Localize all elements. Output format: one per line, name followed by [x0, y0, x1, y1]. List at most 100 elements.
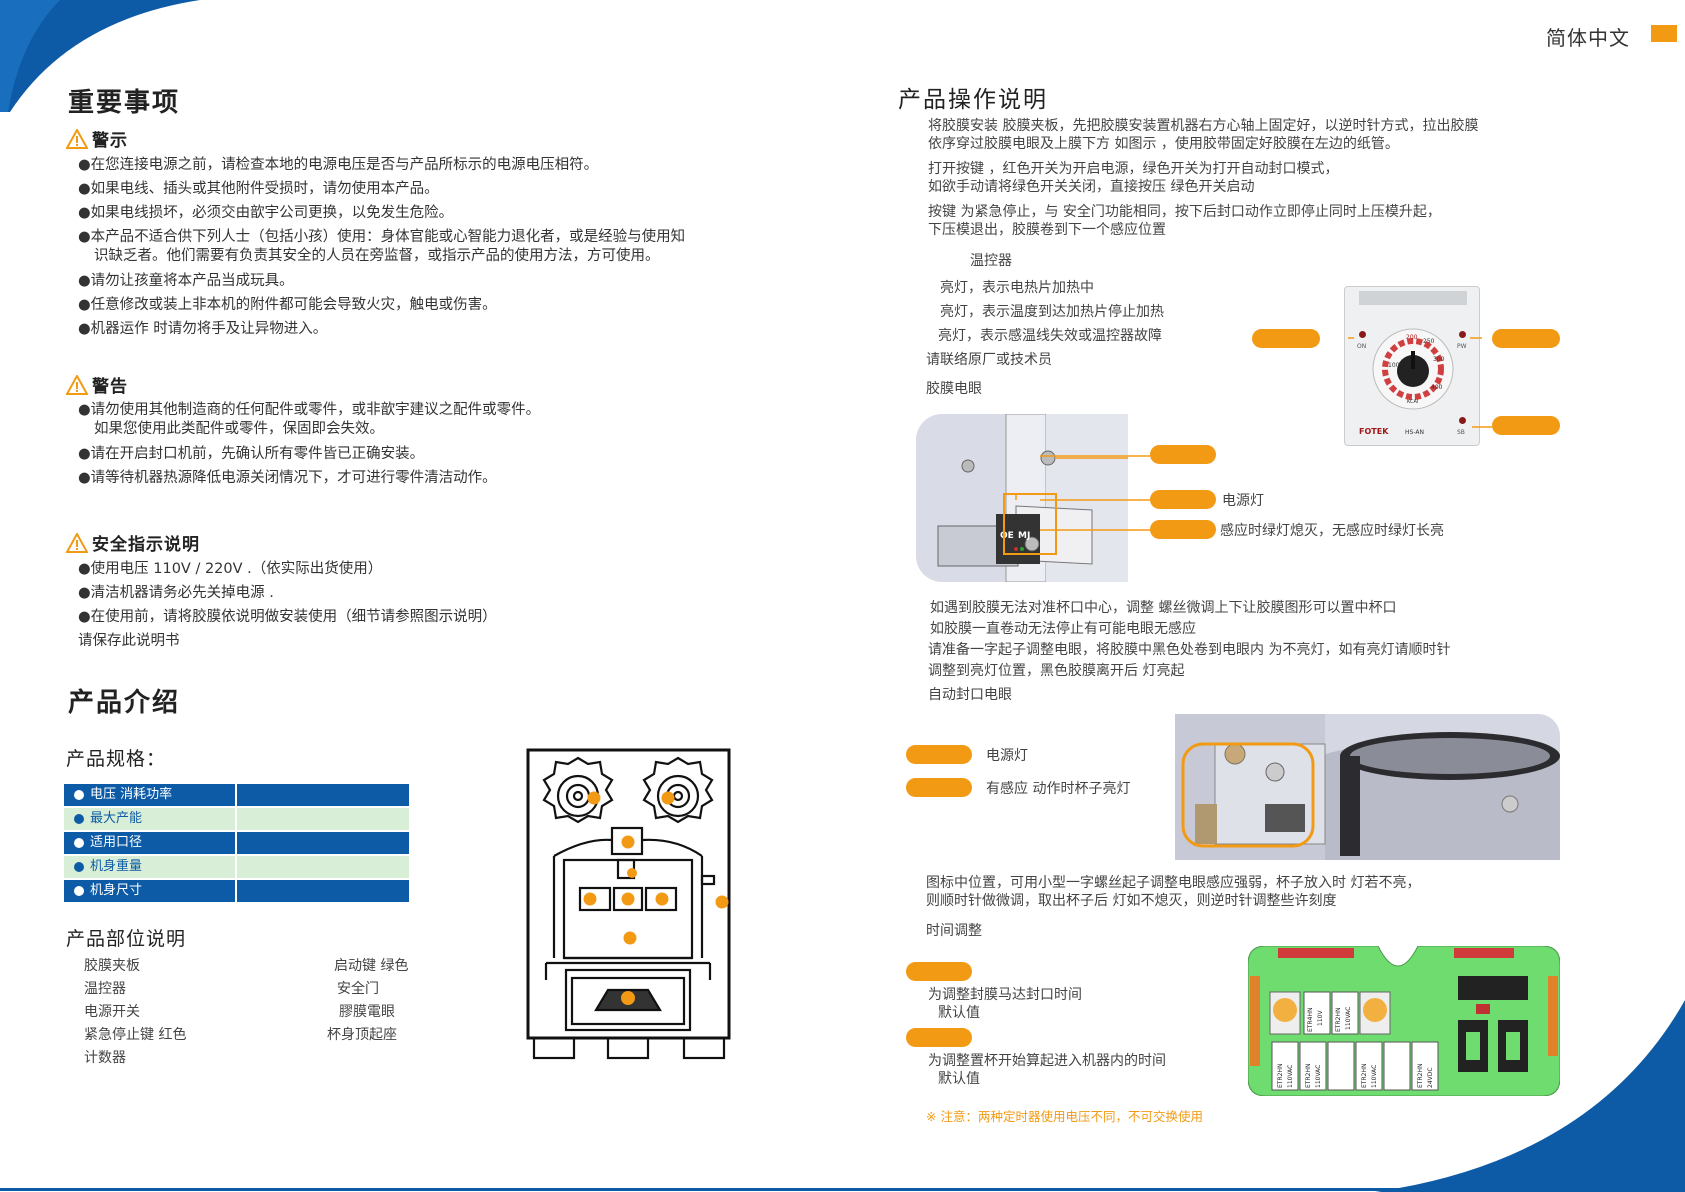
temp-title: 温控器	[970, 253, 1012, 269]
notice-item: ●本产品不适合供下列人士（包括小孩）使用：身体官能或心智能力退化者，或是经验与使…	[78, 229, 686, 245]
important-title: 重要事项	[68, 88, 181, 118]
eye-callout-screw	[1150, 445, 1216, 464]
notice-item: 识缺乏者。他们需要有负责其安全的人员在旁监督，或指示产品的使用方法，方可使用。	[94, 248, 660, 264]
svg-text:ETR2HN: ETR2HN	[1417, 1064, 1424, 1088]
part-item: 计数器	[84, 1050, 126, 1066]
svg-text:ETR4HN: ETR4HN	[1307, 1008, 1314, 1032]
svg-text:ETR2HN: ETR2HN	[1277, 1064, 1284, 1088]
led-sb	[1459, 417, 1466, 424]
machine-diagram	[526, 748, 731, 1060]
controller-leader-lines	[1348, 337, 1492, 428]
svg-text:KCAI: KCAI	[1407, 399, 1418, 405]
safety-item: ●在使用前，请将胶膜依说明做安装使用（细节请参照图示说明）	[78, 609, 497, 625]
part-item: 紧急停止键 红色	[84, 1027, 187, 1043]
svg-text:OE: OE	[1000, 531, 1014, 541]
svg-text:300: 300	[1433, 356, 1445, 363]
controller-brand: FOTEK	[1359, 427, 1389, 436]
notice-item: ●机器运作 时请勿将手及让异物进入。	[78, 321, 328, 337]
led-on	[1359, 331, 1366, 338]
bottom-rule	[0, 1188, 1685, 1191]
notice-heading: 警示	[66, 126, 128, 151]
spec-row: 机身重量	[64, 856, 409, 878]
eye-callout-sense	[1150, 520, 1216, 539]
safety-item: ●使用电压 110V / 220V .（依实际出货使用）	[78, 561, 383, 577]
spec-row: 机身尺寸	[64, 880, 409, 902]
spec-row: 电压 消耗功率	[64, 784, 409, 806]
eye-title: 胶膜电眼	[926, 381, 982, 397]
safety-heading: 安全指示说明	[66, 530, 200, 555]
notice-item: ●在您连接电源之前，请检查本地的电源电压是否与产品所标示的电源电压相符。	[78, 157, 599, 173]
svg-text:ETR2HN: ETR2HN	[1361, 1064, 1368, 1088]
auto-label-power: 电源灯	[986, 748, 1028, 764]
safety-list: ●使用电压 110V / 220V .（依实际出货使用） ●清洁机器请务必先关掉…	[78, 557, 497, 653]
notice-item: ●如果电线损坏，必须交由歆宇公司更换，以免发生危险。	[78, 205, 454, 221]
parts-list-left: 胶膜夹板 温控器 电源开关 紧急停止键 红色 计数器	[84, 955, 186, 1070]
controller-callout-pw	[1492, 329, 1560, 348]
svg-text:110VAC: 110VAC	[1315, 1065, 1322, 1088]
part-item: 膠膜電眼	[339, 1004, 395, 1020]
timer-note: ※ 注意：两种定时器使用电压不同，不可交换使用	[926, 1109, 1203, 1124]
auto-label-sense: 有感应 动作时杯子亮灯	[986, 781, 1131, 797]
notice-item: ●请勿让孩童将本产品当成玩具。	[78, 273, 294, 289]
timer-item-1: 为调整封膜马达封口时间 默认值	[928, 987, 1082, 1021]
timer-callout-2	[906, 1028, 972, 1047]
operation-para-3: 按键 为紧急停止，与 安全门功能相同，按下后封口动作立即停止同时上压模升起， 下…	[928, 204, 1441, 238]
spec-row: 适用口径	[64, 832, 409, 854]
controller-callout-on	[1252, 329, 1320, 348]
spec-row: 最大产能	[64, 808, 409, 830]
temperature-controller-figure: ON PW SB 100 200 250 300 400 KCAI FOTEK …	[1344, 286, 1480, 446]
part-item: 杯身顶起座	[327, 1027, 397, 1043]
warning-item: 如果您使用此类配件或零件，保固即会失效。	[94, 421, 384, 437]
warning-list: ●请勿使用其他制造商的任何配件或零件，或非歆宇建议之配件或零件。 如果您使用此类…	[78, 401, 540, 490]
auto-callout-power	[906, 745, 972, 764]
control-board-figure: ETR4HN 110V ETR2HN 110VAC ETR2HN 110VAC …	[1248, 946, 1560, 1096]
part-item: 安全门	[337, 981, 379, 997]
svg-text:200: 200	[1406, 334, 1418, 341]
part-item: 电源开关	[84, 1004, 140, 1020]
specs-title: 产品规格：	[66, 748, 167, 770]
svg-text:24VDC: 24VDC	[1427, 1067, 1434, 1088]
operation-para-2: 打开按键 ，红色开关为开启电源，绿色开关为打开自动封口模式， 如欲手动请将绿色开…	[928, 161, 1339, 195]
temp-lines: 亮灯，表示电热片加热中 亮灯，表示温度到达加热片停止加热 亮灯，表示感温线失效或…	[926, 280, 1164, 368]
eye-label-sense: 感应时绿灯熄灭，无感应时绿灯长亮	[1220, 523, 1444, 539]
warning-heading: 警告	[66, 372, 128, 397]
timer-title: 时间调整	[926, 923, 982, 939]
eye-label-power: 电源灯	[1222, 493, 1264, 509]
notice-item: ●任意修改或装上非本机的附件都可能会导致火灾，触电或伤害。	[78, 297, 497, 313]
notice-list: ●在您连接电源之前，请检查本地的电源电压是否与产品所标示的电源电压相符。 ●如果…	[78, 153, 685, 341]
timer-callout-1	[906, 962, 972, 981]
notice-item: ●如果电线、插头或其他附件受损时，请勿使用本产品。	[78, 181, 439, 197]
auto-callout-sense	[906, 778, 972, 797]
safety-item: 请保存此说明书	[78, 633, 180, 649]
intro-title: 产品介绍	[68, 688, 181, 718]
part-item: 启动键 绿色	[334, 958, 409, 974]
warning-triangle-icon	[66, 533, 88, 553]
auto-notes: 图标中位置，可用小型一字螺丝起子调整电眼感应强弱，杯子放入时 灯若不亮， 则顺时…	[926, 875, 1421, 909]
svg-text:ETR2HN: ETR2HN	[1305, 1064, 1312, 1088]
controller-model: HS-AN	[1405, 429, 1424, 436]
warning-triangle-icon	[66, 375, 88, 395]
eye-notes: 如遇到胶膜无法对准杯口中心，调整 螺丝微调上下让胶膜图形可以置中杯口 如胶膜一直…	[928, 600, 1451, 703]
warning-triangle-icon	[66, 129, 88, 149]
warning-item: ●请勿使用其他制造商的任何配件或零件，或非歆宇建议之配件或零件。	[78, 402, 541, 418]
svg-text:MJ: MJ	[1018, 531, 1030, 541]
svg-text:110VAC: 110VAC	[1371, 1065, 1378, 1088]
eye-leader-lines	[1040, 455, 1150, 531]
svg-text:ETR2HN: ETR2HN	[1335, 1008, 1342, 1032]
warning-item: ●请等待机器热源降低电源关闭情况下，才可进行零件清洁动作。	[78, 470, 497, 486]
parts-title: 产品部位说明	[66, 928, 187, 950]
temperature-dial-icon: 100 200 250 300 400 KCAI	[1372, 328, 1454, 410]
warning-item: ●请在开启封口机前，先确认所有零件皆已正确安装。	[78, 446, 425, 462]
operation-title: 产品操作说明	[898, 87, 1048, 113]
controller-callout-sb	[1492, 416, 1560, 435]
svg-text:400: 400	[1431, 384, 1443, 391]
eye-callout-power	[1150, 490, 1216, 509]
corner-swoosh-bottom-right	[1375, 1000, 1685, 1192]
part-item: 温控器	[84, 981, 126, 997]
svg-text:100: 100	[1388, 362, 1400, 369]
safety-item: ●清洁机器请务必先关掉电源 .	[78, 585, 274, 601]
parts-list-right: 启动键 绿色 安全门 膠膜電眼 杯身顶起座	[327, 955, 409, 1047]
part-item: 胶膜夹板	[84, 958, 140, 974]
svg-text:110VAC: 110VAC	[1345, 1007, 1352, 1030]
corner-swoosh-top-left	[0, 0, 200, 112]
